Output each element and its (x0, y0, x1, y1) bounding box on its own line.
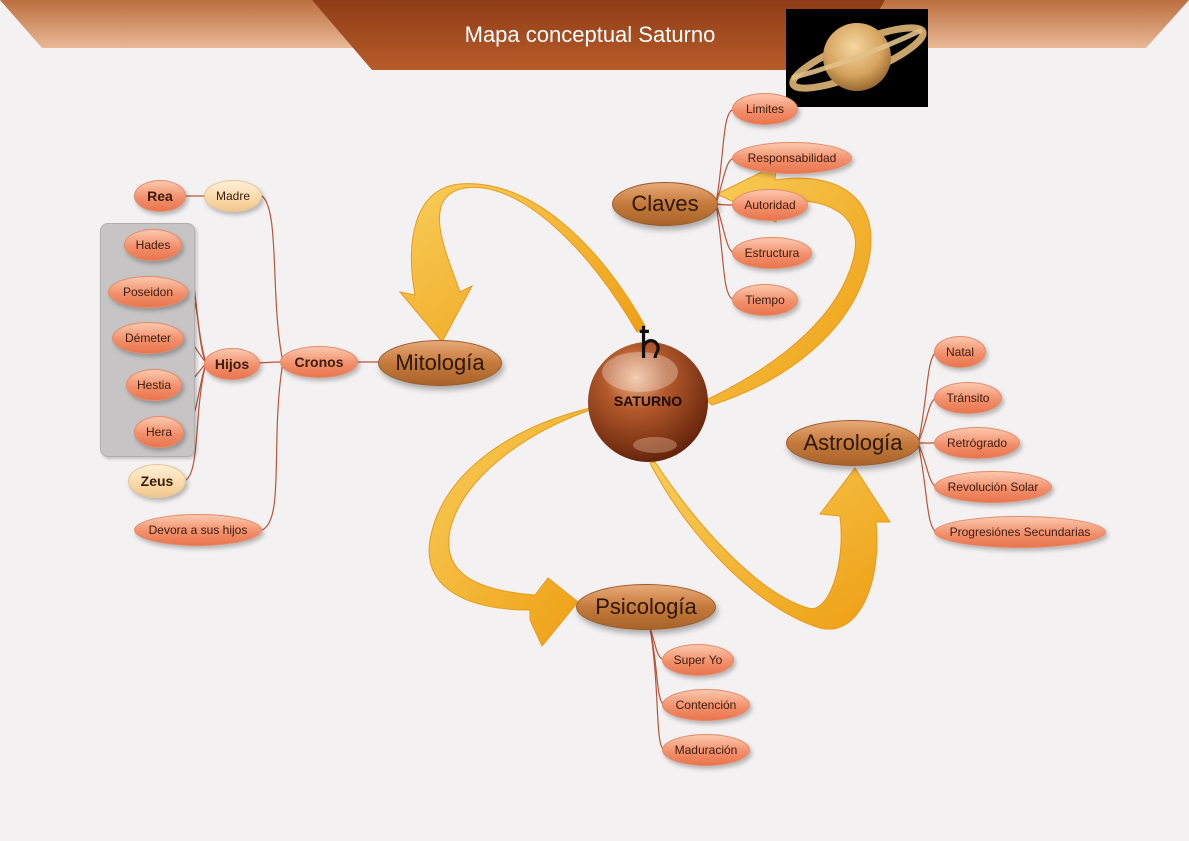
node-child-hera[interactable]: Hera (134, 416, 184, 448)
node-child-hades[interactable]: Hades (124, 229, 182, 261)
node-clave-responsabilidad[interactable]: Responsabilidad (732, 142, 852, 174)
node-astro-natal[interactable]: Natal (934, 336, 986, 368)
topic-astrologia[interactable]: Astrología (786, 420, 920, 466)
node-clave-estructura[interactable]: Estructura (732, 237, 812, 269)
node-devora-a-sus-hijos[interactable]: Devora a sus hijos (134, 514, 262, 546)
arrow-to-mitologia (398, 183, 646, 343)
node-astro-transito[interactable]: Tránsito (934, 382, 1002, 414)
saturn-photo (786, 9, 928, 107)
node-astro-revolucion-solar[interactable]: Revolución Solar (934, 471, 1052, 503)
node-astro-retrogrado[interactable]: Retrógrado (934, 427, 1020, 459)
banner-left-wing (0, 0, 355, 48)
page-title: Mapa conceptual Saturno (464, 22, 716, 47)
saturn-symbol-icon: ♄ (630, 318, 670, 369)
node-psico-super-yo[interactable]: Super Yo (662, 644, 734, 676)
arrow-to-psicologia (428, 407, 591, 647)
node-hijos[interactable]: Hijos (204, 348, 260, 380)
saturno-center-ball (588, 342, 708, 462)
center-node-label: SATURNO (613, 393, 683, 409)
node-psico-maduracion[interactable]: Maduración (662, 734, 750, 766)
node-clave-tiempo[interactable]: Tiempo (732, 284, 798, 316)
node-child-hestia[interactable]: Hestia (126, 369, 182, 401)
connectors-psicologia (649, 627, 665, 751)
node-astro-progresiones-secundarias[interactable]: Progresiónes Secundarias (934, 516, 1106, 548)
node-cronos[interactable]: Cronos (280, 346, 358, 378)
node-madre[interactable]: Madre (204, 180, 262, 212)
topic-mitologia[interactable]: Mitología (378, 340, 502, 386)
node-rea[interactable]: Rea (134, 180, 186, 212)
node-clave-autoridad[interactable]: Autoridad (732, 189, 808, 221)
node-clave-limites[interactable]: Limites (732, 93, 798, 125)
topic-claves[interactable]: Claves (612, 182, 718, 226)
node-psico-contencion[interactable]: Contención (662, 689, 750, 721)
topic-psicologia[interactable]: Psicología (576, 584, 716, 630)
node-child-demeter[interactable]: Démeter (112, 322, 184, 354)
node-zeus[interactable]: Zeus (128, 464, 186, 498)
arrow-to-astrologia (649, 461, 891, 630)
banner-center (312, 0, 885, 70)
node-child-poseidon[interactable]: Poseidon (108, 276, 188, 308)
